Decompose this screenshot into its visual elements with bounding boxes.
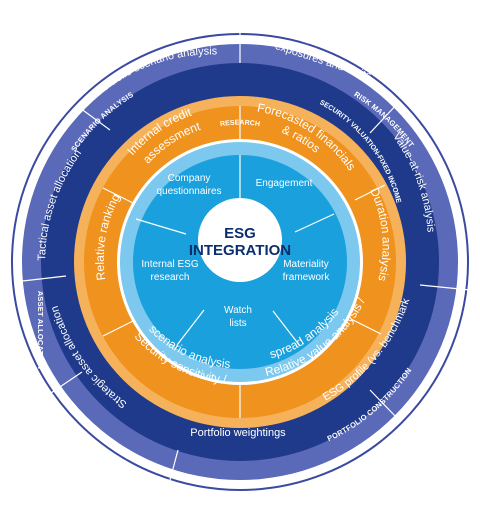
center-circle	[198, 198, 282, 282]
portfolio-weightings-label: Portfolio weightings	[190, 427, 286, 439]
watch-lists-line1: Watch	[224, 305, 252, 316]
company-questionnaires-line1: Company	[168, 173, 211, 184]
engagement-label: Engagement	[256, 178, 313, 189]
internal-esg-research-line2: research	[151, 272, 190, 283]
internal-esg-research-line1: Internal ESG	[141, 259, 198, 270]
company-questionnaires-line2: questionnaires	[156, 186, 221, 197]
asset-allocation-band-label: ASSET ALLOCATION	[36, 291, 45, 370]
outer-dividers	[13, 16, 471, 481]
center-title-line1: ESG	[224, 225, 256, 242]
watch-lists-line2: lists	[229, 318, 246, 329]
research-band-label: RESEARCH	[220, 120, 261, 129]
orange-dividers	[102, 106, 386, 418]
inner-dividers	[135, 155, 335, 347]
center-title-line2: INTEGRATION	[189, 242, 291, 259]
materiality-line2: framework	[283, 272, 331, 283]
materiality-line1: Materiality	[283, 259, 329, 270]
